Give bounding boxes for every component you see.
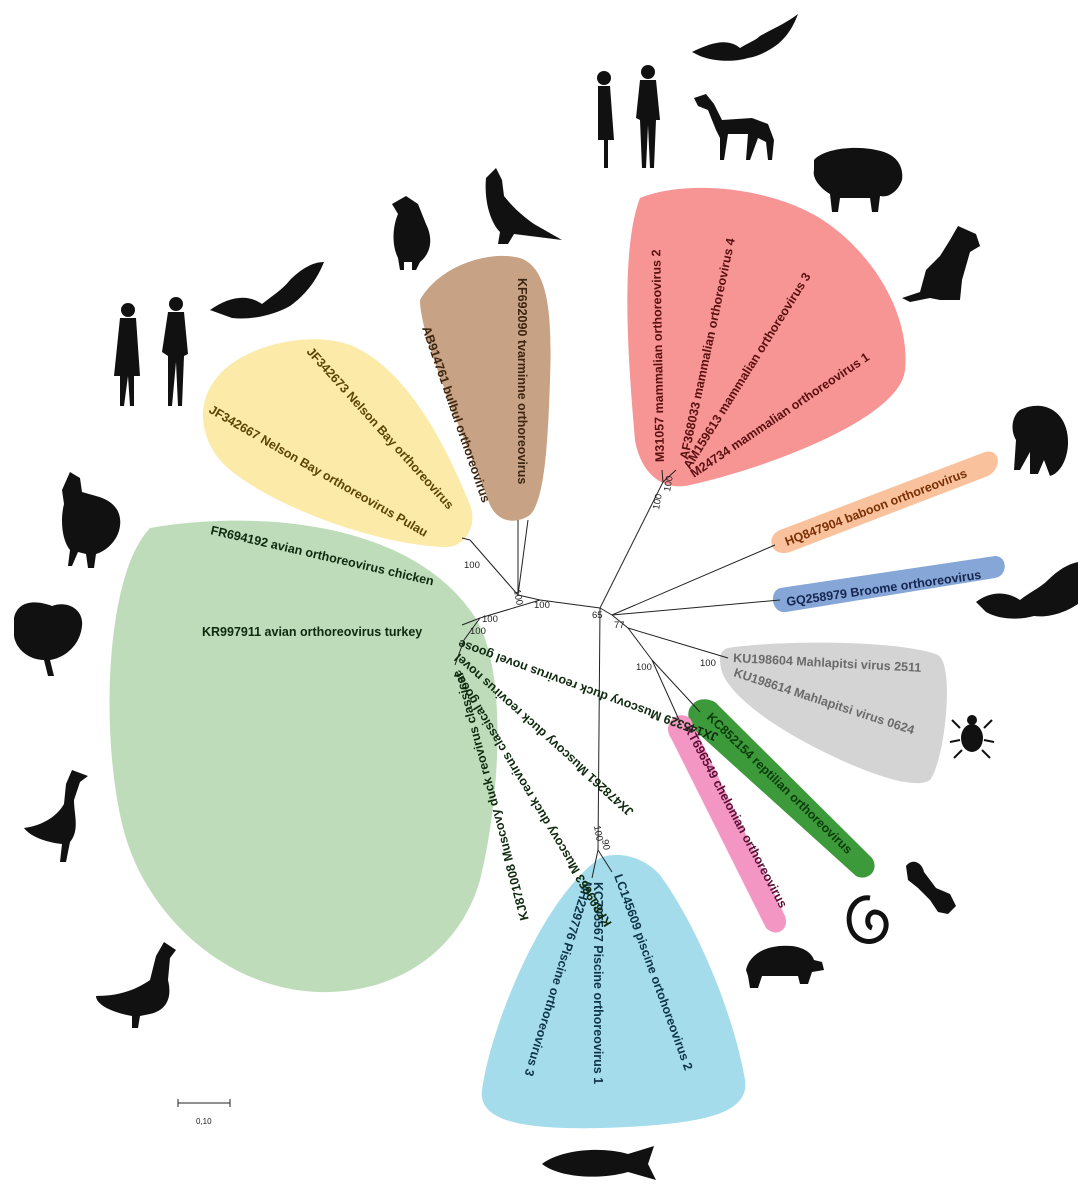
insect-icon — [950, 715, 994, 758]
crow-icon — [392, 196, 430, 270]
scale-bar: 0,10 — [178, 1099, 230, 1126]
tortoise-icon — [746, 946, 824, 988]
goose-icon — [24, 770, 88, 862]
turkey-icon — [14, 602, 82, 676]
bootstrap-value: 90 — [599, 839, 612, 851]
chicken-icon — [62, 472, 120, 568]
bootstrap-value: 100 — [636, 662, 652, 673]
pig-icon — [814, 148, 903, 212]
bootstrap-value: 100 — [534, 600, 550, 611]
bat-icon — [692, 14, 798, 61]
leaf-label: KF692090 tvarminne orthoreovirus — [515, 278, 529, 484]
baboon-icon — [1013, 406, 1069, 476]
bootstrap-value: 100 — [511, 589, 525, 607]
duck-icon — [96, 942, 176, 1028]
leaf-label: HQ847904 baboon orthoreovirus — [783, 466, 969, 549]
cardinal-icon — [486, 168, 562, 244]
clade-avian — [110, 521, 498, 992]
bootstrap-value: 77 — [614, 620, 625, 631]
leaf-label: KR997911 avian orthoreovirus turkey — [202, 625, 422, 639]
human-icon — [597, 65, 660, 168]
bootstrap-value: 100 — [464, 560, 480, 571]
bootstrap-value: 100 — [651, 493, 665, 511]
bootstrap-value: 100 — [470, 626, 486, 637]
lizard-icon — [906, 862, 956, 914]
snake-icon — [849, 898, 886, 942]
bootstrap-value: 100 — [700, 658, 716, 669]
bat-icon — [210, 262, 324, 319]
bootstrap-value: 65 — [592, 610, 603, 621]
horse-icon — [694, 94, 774, 160]
fish-icon — [542, 1146, 656, 1180]
dog-icon — [902, 226, 980, 302]
human-icon — [114, 297, 188, 406]
bootstrap-value: 100 — [482, 614, 498, 625]
bootstrap-value: 100 — [662, 475, 676, 493]
scale-bar-label: 0,10 — [196, 1117, 212, 1126]
